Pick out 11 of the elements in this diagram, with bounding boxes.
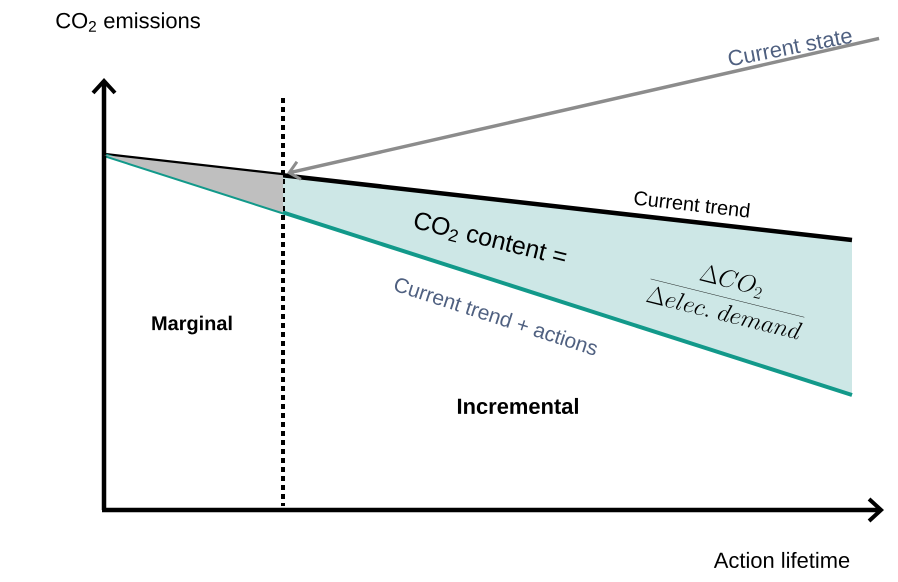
axis-title: Action lifetime [714, 552, 850, 568]
line-label: Current trend + actions [394, 278, 597, 356]
region-label: Marginal [152, 316, 232, 334]
formula-text: CO$_{2}$ content = [414, 212, 567, 262]
callout-text: Current state [728, 31, 852, 66]
formula: $\frac{\Delta CO_2}{\Delta elec.\ demand}$ [646, 265, 804, 340]
arrow [287, 36, 880, 181]
axis-title: CO$_{2}$ emissions [56, 12, 200, 32]
shaded-triangle [104, 154, 283, 212]
line-label: Current trend [634, 191, 750, 218]
region-label: Incremental [458, 398, 578, 414]
